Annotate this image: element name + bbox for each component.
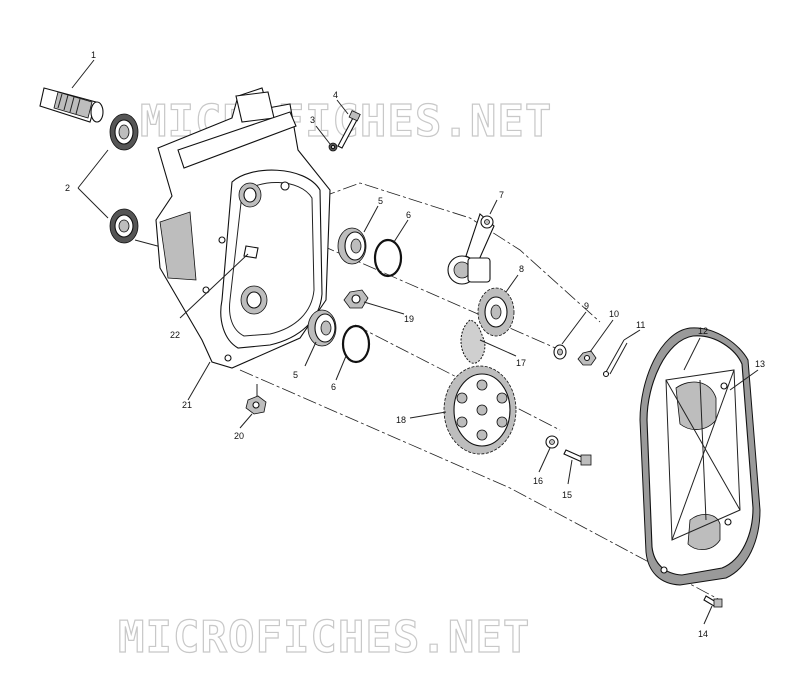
callout-5-lower: 5 (293, 370, 298, 380)
callout-6-upper: 6 (406, 210, 411, 220)
callout-5-upper: 5 (378, 196, 383, 206)
callout-2: 2 (65, 183, 70, 193)
part-19-nut (343, 289, 369, 309)
callout-14: 14 (698, 629, 708, 639)
part-8-upper-sprocket (477, 287, 515, 337)
part-22-stud (179, 245, 259, 319)
part-2-seal-upper (109, 113, 139, 151)
callout-20: 20 (234, 431, 244, 441)
callout-leaders (71, 59, 759, 625)
callout-9: 9 (584, 301, 589, 311)
callout-10: 10 (609, 309, 619, 319)
callout-leader-2 (77, 149, 109, 219)
part-6-ring-lower (341, 324, 371, 364)
callout-4: 4 (333, 90, 338, 100)
callout-19: 19 (404, 314, 414, 324)
callout-18: 18 (396, 415, 406, 425)
callout-17: 17 (516, 358, 526, 368)
callout-1: 1 (91, 50, 96, 60)
callout-21: 21 (182, 400, 192, 410)
part-10-nut (577, 350, 597, 366)
part-4-bolt (337, 110, 361, 149)
callout-6-lower: 6 (331, 382, 336, 392)
callout-8: 8 (519, 264, 524, 274)
callout-22: 22 (170, 330, 180, 340)
watermark-bottom: MICROFICHES.NET (118, 612, 530, 663)
part-21-chaincase-housing (155, 87, 331, 369)
part-3-washer (328, 142, 338, 152)
part-11-cotter-pin (602, 339, 628, 378)
part-6-ring-upper (373, 238, 403, 278)
part-2-seal-lower (109, 208, 139, 244)
part-7-tensioner-arm (447, 213, 495, 285)
part-20-bolt (245, 395, 267, 415)
part-17-chain (460, 319, 486, 364)
callout-labels: 1 2 3 4 5 5 6 6 7 8 9 10 11 12 13 14 15 … (65, 50, 765, 639)
part-1-drive-shaft (39, 87, 104, 123)
callout-13: 13 (755, 359, 765, 369)
part-5-bearing-upper (337, 227, 367, 265)
part-9-washer (553, 344, 567, 360)
part-16-washer (545, 435, 559, 449)
part-14-bolt (703, 595, 723, 608)
part-15-bolt (563, 449, 592, 466)
callout-3: 3 (310, 115, 315, 125)
part-5-bearing-lower (307, 309, 337, 347)
callout-7: 7 (499, 190, 504, 200)
part-13-chaincase-cover (646, 335, 754, 576)
callout-16: 16 (533, 476, 543, 486)
callout-11: 11 (636, 320, 645, 330)
part-18-lower-sprocket (443, 365, 517, 455)
callout-15: 15 (562, 490, 572, 500)
callout-12: 12 (698, 326, 708, 336)
